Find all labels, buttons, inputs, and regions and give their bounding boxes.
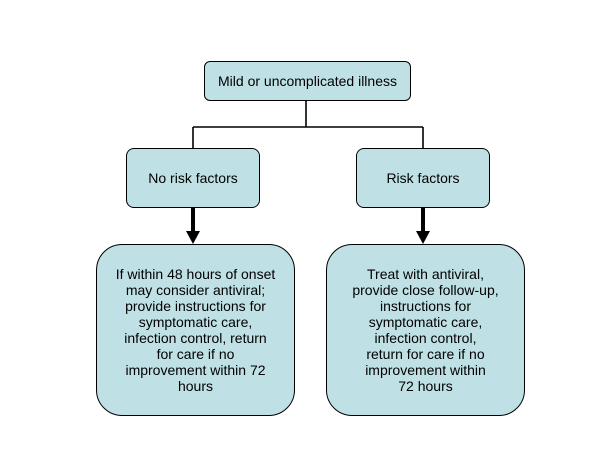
text-line: provide close follow-up, bbox=[352, 282, 499, 298]
text-line: symptomatic care, bbox=[138, 314, 253, 330]
text-line: 72 hours bbox=[398, 378, 453, 394]
text-line: provide instructions for bbox=[125, 298, 266, 314]
node-risk-factors-label: Risk factors bbox=[386, 170, 460, 186]
text-line: Treat with antiviral, bbox=[367, 266, 484, 282]
node-no-risk-factors-label: No risk factors bbox=[148, 170, 238, 186]
text-line: improvement within 72 bbox=[125, 362, 266, 378]
text-line: for care if no bbox=[156, 346, 235, 362]
node-risk-action: Treat with antiviral, provide close foll… bbox=[326, 244, 525, 416]
node-mild-illness-label: Mild or uncomplicated illness bbox=[218, 73, 397, 89]
text-line: infection control, return bbox=[124, 330, 267, 346]
right-arrow-head bbox=[416, 231, 430, 244]
left-arrow-head bbox=[186, 231, 200, 244]
node-mild-illness: Mild or uncomplicated illness bbox=[204, 61, 411, 101]
node-no-risk-action: If within 48 hours of onset may consider… bbox=[96, 244, 295, 416]
text-line: instructions for bbox=[379, 298, 472, 314]
text-line: symptomatic care, bbox=[368, 314, 483, 330]
text-line: If within 48 hours of onset bbox=[115, 266, 276, 282]
text-line: may consider antiviral; bbox=[125, 282, 266, 298]
node-risk-factors: Risk factors bbox=[356, 148, 490, 208]
text-line: hours bbox=[177, 378, 213, 394]
text-line: return for care if no bbox=[366, 346, 485, 362]
node-no-risk-factors: No risk factors bbox=[126, 148, 260, 208]
node-no-risk-action-text: If within 48 hours of onset may consider… bbox=[116, 266, 276, 394]
node-risk-action-text: Treat with antiviral, provide close foll… bbox=[352, 266, 498, 394]
text-line: improvement within bbox=[365, 362, 486, 378]
text-line: infection control, bbox=[374, 330, 477, 346]
